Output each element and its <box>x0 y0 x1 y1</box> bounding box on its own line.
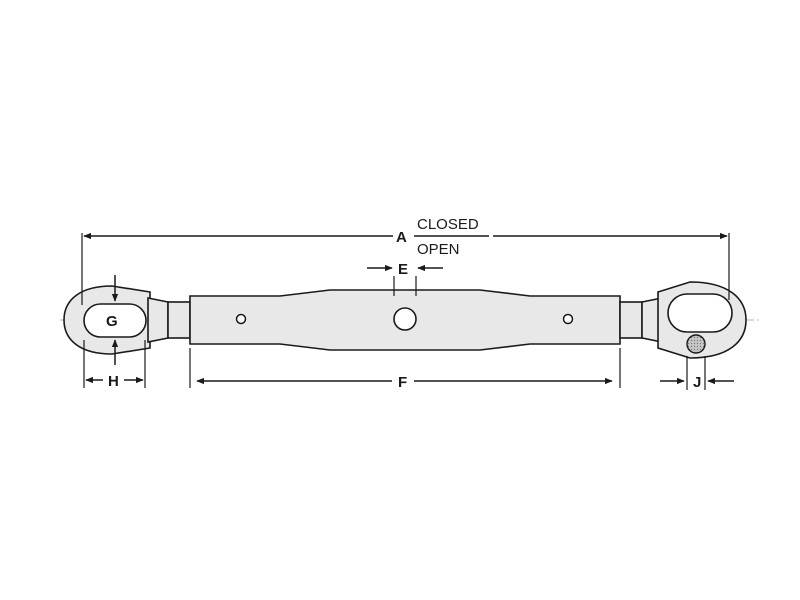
pin-cross-section <box>686 334 706 354</box>
dimension-g-label: G <box>106 313 118 330</box>
left-body-hole <box>235 313 247 325</box>
right-body-hole <box>562 313 574 325</box>
closed-label: CLOSED <box>417 216 479 233</box>
turnbuckle-body <box>189 289 621 351</box>
right-eye-slot <box>667 293 733 333</box>
dimension-j: J <box>660 356 734 391</box>
open-label: OPEN <box>417 241 460 258</box>
dimension-j-label: J <box>693 374 701 391</box>
left-eye-end <box>63 285 191 355</box>
dimension-e: E <box>367 261 443 296</box>
dimension-e-label: E <box>398 261 408 278</box>
dimension-a: A CLOSED OPEN <box>81 216 730 305</box>
center-body-hole <box>393 307 417 331</box>
dimension-a-label: A <box>396 229 407 246</box>
right-eye-end <box>619 281 747 359</box>
dimension-g: G <box>106 275 119 365</box>
dimension-h-label: H <box>108 373 119 390</box>
dimension-f-label: F <box>398 374 407 391</box>
dimension-h: H <box>83 340 146 390</box>
dimension-f: F <box>189 348 621 391</box>
left-eye-slot <box>83 303 147 338</box>
